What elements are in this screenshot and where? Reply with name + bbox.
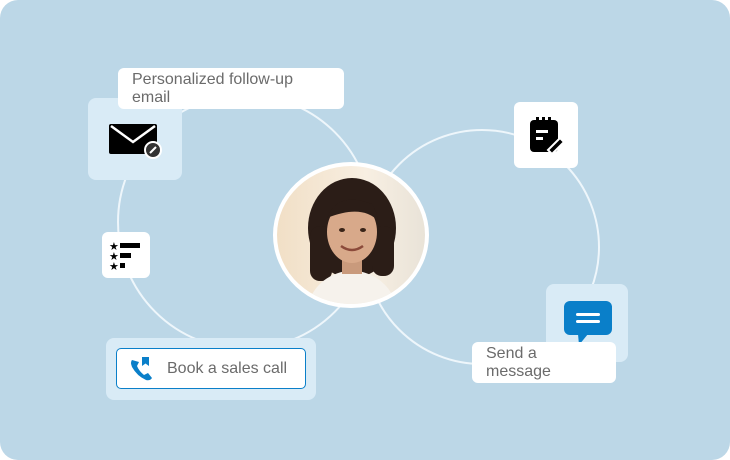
rating-list-card[interactable]: ★★★ <box>102 232 150 278</box>
notepad-edit-icon <box>530 117 564 154</box>
svg-text:★: ★ <box>109 241 119 253</box>
book-sales-call-button[interactable]: Book a sales call <box>116 348 306 389</box>
rating-list-icon: ★★★ <box>109 241 140 270</box>
send-message-label[interactable]: Send a message <box>472 342 616 383</box>
envelope-edit-icon <box>108 122 162 167</box>
svg-text:★: ★ <box>109 261 119 270</box>
phone-icon <box>131 356 152 380</box>
notepad-card[interactable] <box>514 102 578 168</box>
svg-text:★: ★ <box>109 251 119 263</box>
personalized-email-label[interactable]: Personalized follow-up email <box>118 68 344 109</box>
book-sales-call-label: Book a sales call <box>167 359 288 377</box>
chat-bubble-icon <box>564 301 614 352</box>
avatar <box>273 162 429 308</box>
